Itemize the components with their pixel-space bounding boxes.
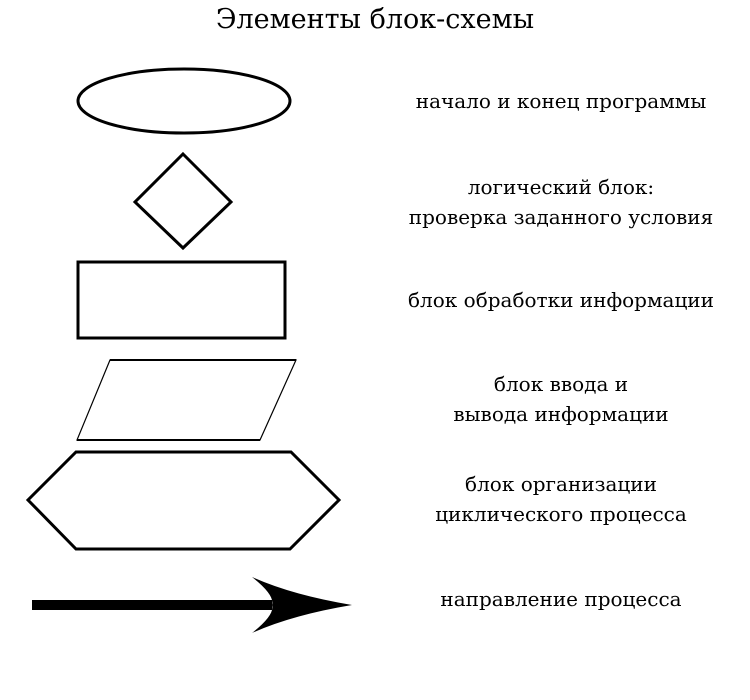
label-parallelogram: блок ввода и вывода информации bbox=[381, 369, 741, 429]
label-line: проверка заданного условия bbox=[408, 205, 714, 229]
label-line: направление процесса bbox=[440, 587, 682, 611]
label-diamond: логический блок: проверка заданного усло… bbox=[381, 172, 741, 232]
label-line: вывода информации bbox=[453, 402, 669, 426]
diagram-title: Элементы блок-схемы bbox=[215, 4, 535, 35]
arrow-shape bbox=[32, 577, 352, 633]
label-ellipse: начало и конец программы bbox=[381, 86, 741, 116]
label-line: начало и конец программы bbox=[415, 89, 707, 113]
label-line: циклического процесса bbox=[435, 502, 687, 526]
label-line: блок ввода и bbox=[493, 372, 629, 396]
ellipse-shape bbox=[76, 67, 292, 135]
hexagon-shape bbox=[25, 450, 342, 551]
label-arrow: направление процесса bbox=[381, 584, 741, 614]
label-hexagon: блок организации циклического процесса bbox=[381, 469, 741, 529]
label-line: блок обработки информации bbox=[408, 288, 714, 312]
label-rectangle: блок обработки информации bbox=[381, 285, 741, 315]
rectangle-shape bbox=[76, 260, 287, 340]
label-line: блок организации bbox=[465, 472, 657, 496]
parallelogram-shape bbox=[76, 359, 297, 441]
diamond-shape bbox=[132, 151, 234, 251]
label-line: логический блок: bbox=[467, 175, 655, 199]
